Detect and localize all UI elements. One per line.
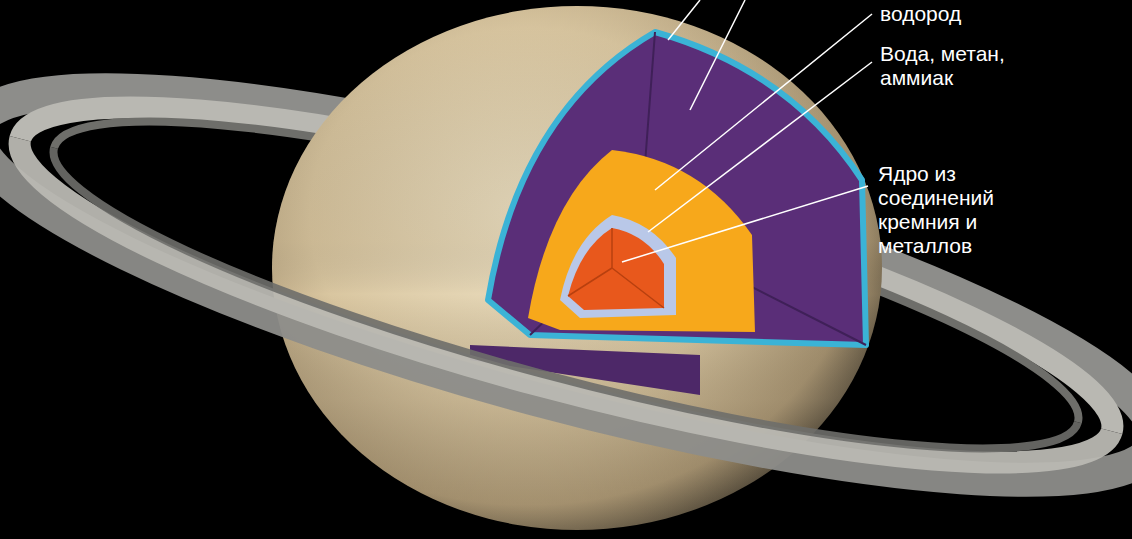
core-label: Ядро из соединений кремния и металлов [878,162,1028,258]
leader-lines [622,0,872,262]
core [568,228,664,310]
hydrogen-layer [488,32,866,345]
inner-layer [560,215,676,318]
layer-label: Вода, метан, аммиак [880,42,1020,90]
layer-label: водород [880,2,1080,26]
rings-front [0,127,1132,539]
